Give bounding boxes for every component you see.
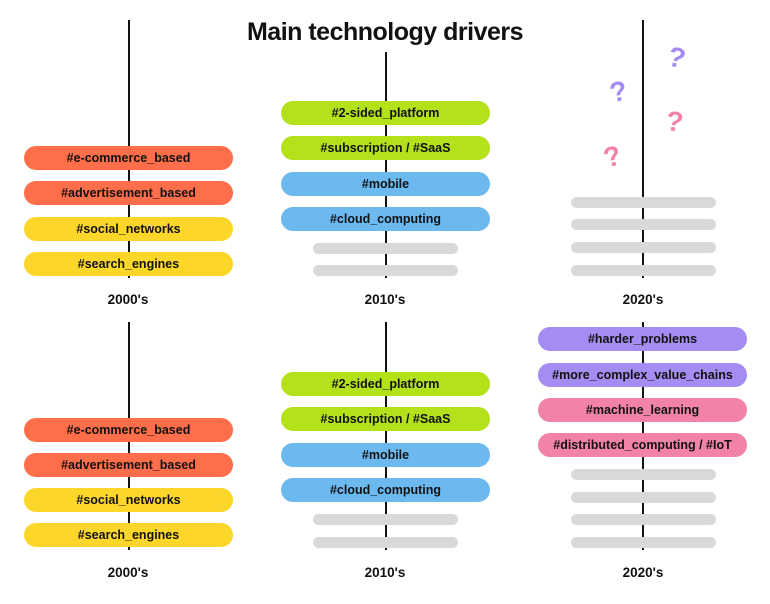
driver-label: #cloud_computing <box>329 212 442 226</box>
period-label-2010: 2010's <box>364 292 406 307</box>
driver-pill: #more_complex_value_chains <box>538 363 747 387</box>
driver-label: #advertisement_based <box>61 186 196 200</box>
timeline-line-2010-top <box>385 52 387 278</box>
driver-label: #social_networks <box>76 493 181 507</box>
driver-label: #mobile <box>361 448 410 462</box>
period-label-2020: 2020's <box>622 565 664 580</box>
driver-label: #2-sided_platform <box>331 377 440 391</box>
placeholder-bar <box>571 242 716 253</box>
driver-label: #2-sided_platform <box>331 106 440 120</box>
timeline-line-2010-bottom <box>385 322 387 550</box>
placeholder-bar <box>313 243 458 254</box>
driver-pill: #cloud_computing <box>281 207 490 231</box>
driver-pill: #2-sided_platform <box>281 372 490 396</box>
driver-label: #machine_learning <box>585 403 700 417</box>
question-mark-icon: ? <box>663 104 686 139</box>
driver-pill: #subscription / #SaaS <box>281 136 490 160</box>
placeholder-bar <box>313 537 458 548</box>
driver-pill: #machine_learning <box>538 398 747 422</box>
driver-pill: #subscription / #SaaS <box>281 407 490 431</box>
question-mark-icon: ? <box>664 40 689 75</box>
placeholder-bar <box>571 265 716 276</box>
driver-pill: #harder_problems <box>538 327 747 351</box>
period-label-2000: 2000's <box>107 292 149 307</box>
driver-label: #search_engines <box>77 528 180 542</box>
driver-label: #subscription / #SaaS <box>320 412 451 426</box>
driver-pill: #advertisement_based <box>24 181 233 205</box>
placeholder-bar <box>571 514 716 525</box>
driver-label: #e-commerce_based <box>66 423 191 437</box>
driver-pill: #mobile <box>281 443 490 467</box>
driver-label: #more_complex_value_chains <box>552 368 733 382</box>
driver-label: #e-commerce_based <box>66 151 191 165</box>
driver-pill: #social_networks <box>24 217 233 241</box>
timeline-line-2020-top <box>642 20 644 278</box>
driver-label: #mobile <box>361 177 410 191</box>
period-label-2010: 2010's <box>364 565 406 580</box>
driver-label: #distributed_computing / #IoT <box>553 438 732 452</box>
driver-pill: #2-sided_platform <box>281 101 490 125</box>
question-mark-icon: ? <box>599 139 625 174</box>
driver-pill: #social_networks <box>24 488 233 512</box>
placeholder-bar <box>313 265 458 276</box>
placeholder-bar <box>571 219 716 230</box>
placeholder-bar <box>313 514 458 525</box>
driver-label: #social_networks <box>76 222 181 236</box>
driver-label: #search_engines <box>77 257 180 271</box>
placeholder-bar <box>571 492 716 503</box>
driver-label: #subscription / #SaaS <box>320 141 451 155</box>
driver-pill: #mobile <box>281 172 490 196</box>
driver-label: #harder_problems <box>587 332 698 346</box>
page-title: Main technology drivers <box>246 18 524 46</box>
driver-pill: #search_engines <box>24 252 233 276</box>
driver-pill: #e-commerce_based <box>24 146 233 170</box>
question-mark-icon: ? <box>606 74 631 109</box>
driver-pill: #cloud_computing <box>281 478 490 502</box>
placeholder-bar <box>571 537 716 548</box>
placeholder-bar <box>571 469 716 480</box>
placeholder-bar <box>571 197 716 208</box>
driver-label: #cloud_computing <box>329 483 442 497</box>
driver-pill: #search_engines <box>24 523 233 547</box>
driver-label: #advertisement_based <box>61 458 196 472</box>
period-label-2020: 2020's <box>622 292 664 307</box>
period-label-2000: 2000's <box>107 565 149 580</box>
driver-pill: #distributed_computing / #IoT <box>538 433 747 457</box>
driver-pill: #advertisement_based <box>24 453 233 477</box>
driver-pill: #e-commerce_based <box>24 418 233 442</box>
